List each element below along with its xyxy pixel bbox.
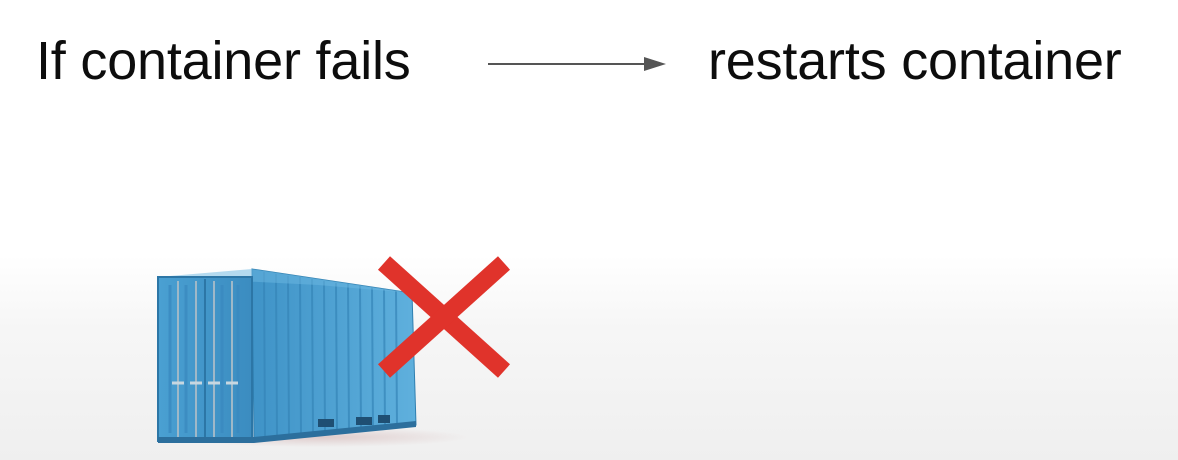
- condition-text: If container fails: [36, 31, 411, 91]
- result-text: restarts container: [708, 31, 1122, 91]
- right-arrow-icon: [488, 57, 666, 71]
- failed-container-illustration: [157, 256, 511, 447]
- x-mark-icon: [377, 256, 511, 378]
- shipping-container-icon: [157, 268, 417, 443]
